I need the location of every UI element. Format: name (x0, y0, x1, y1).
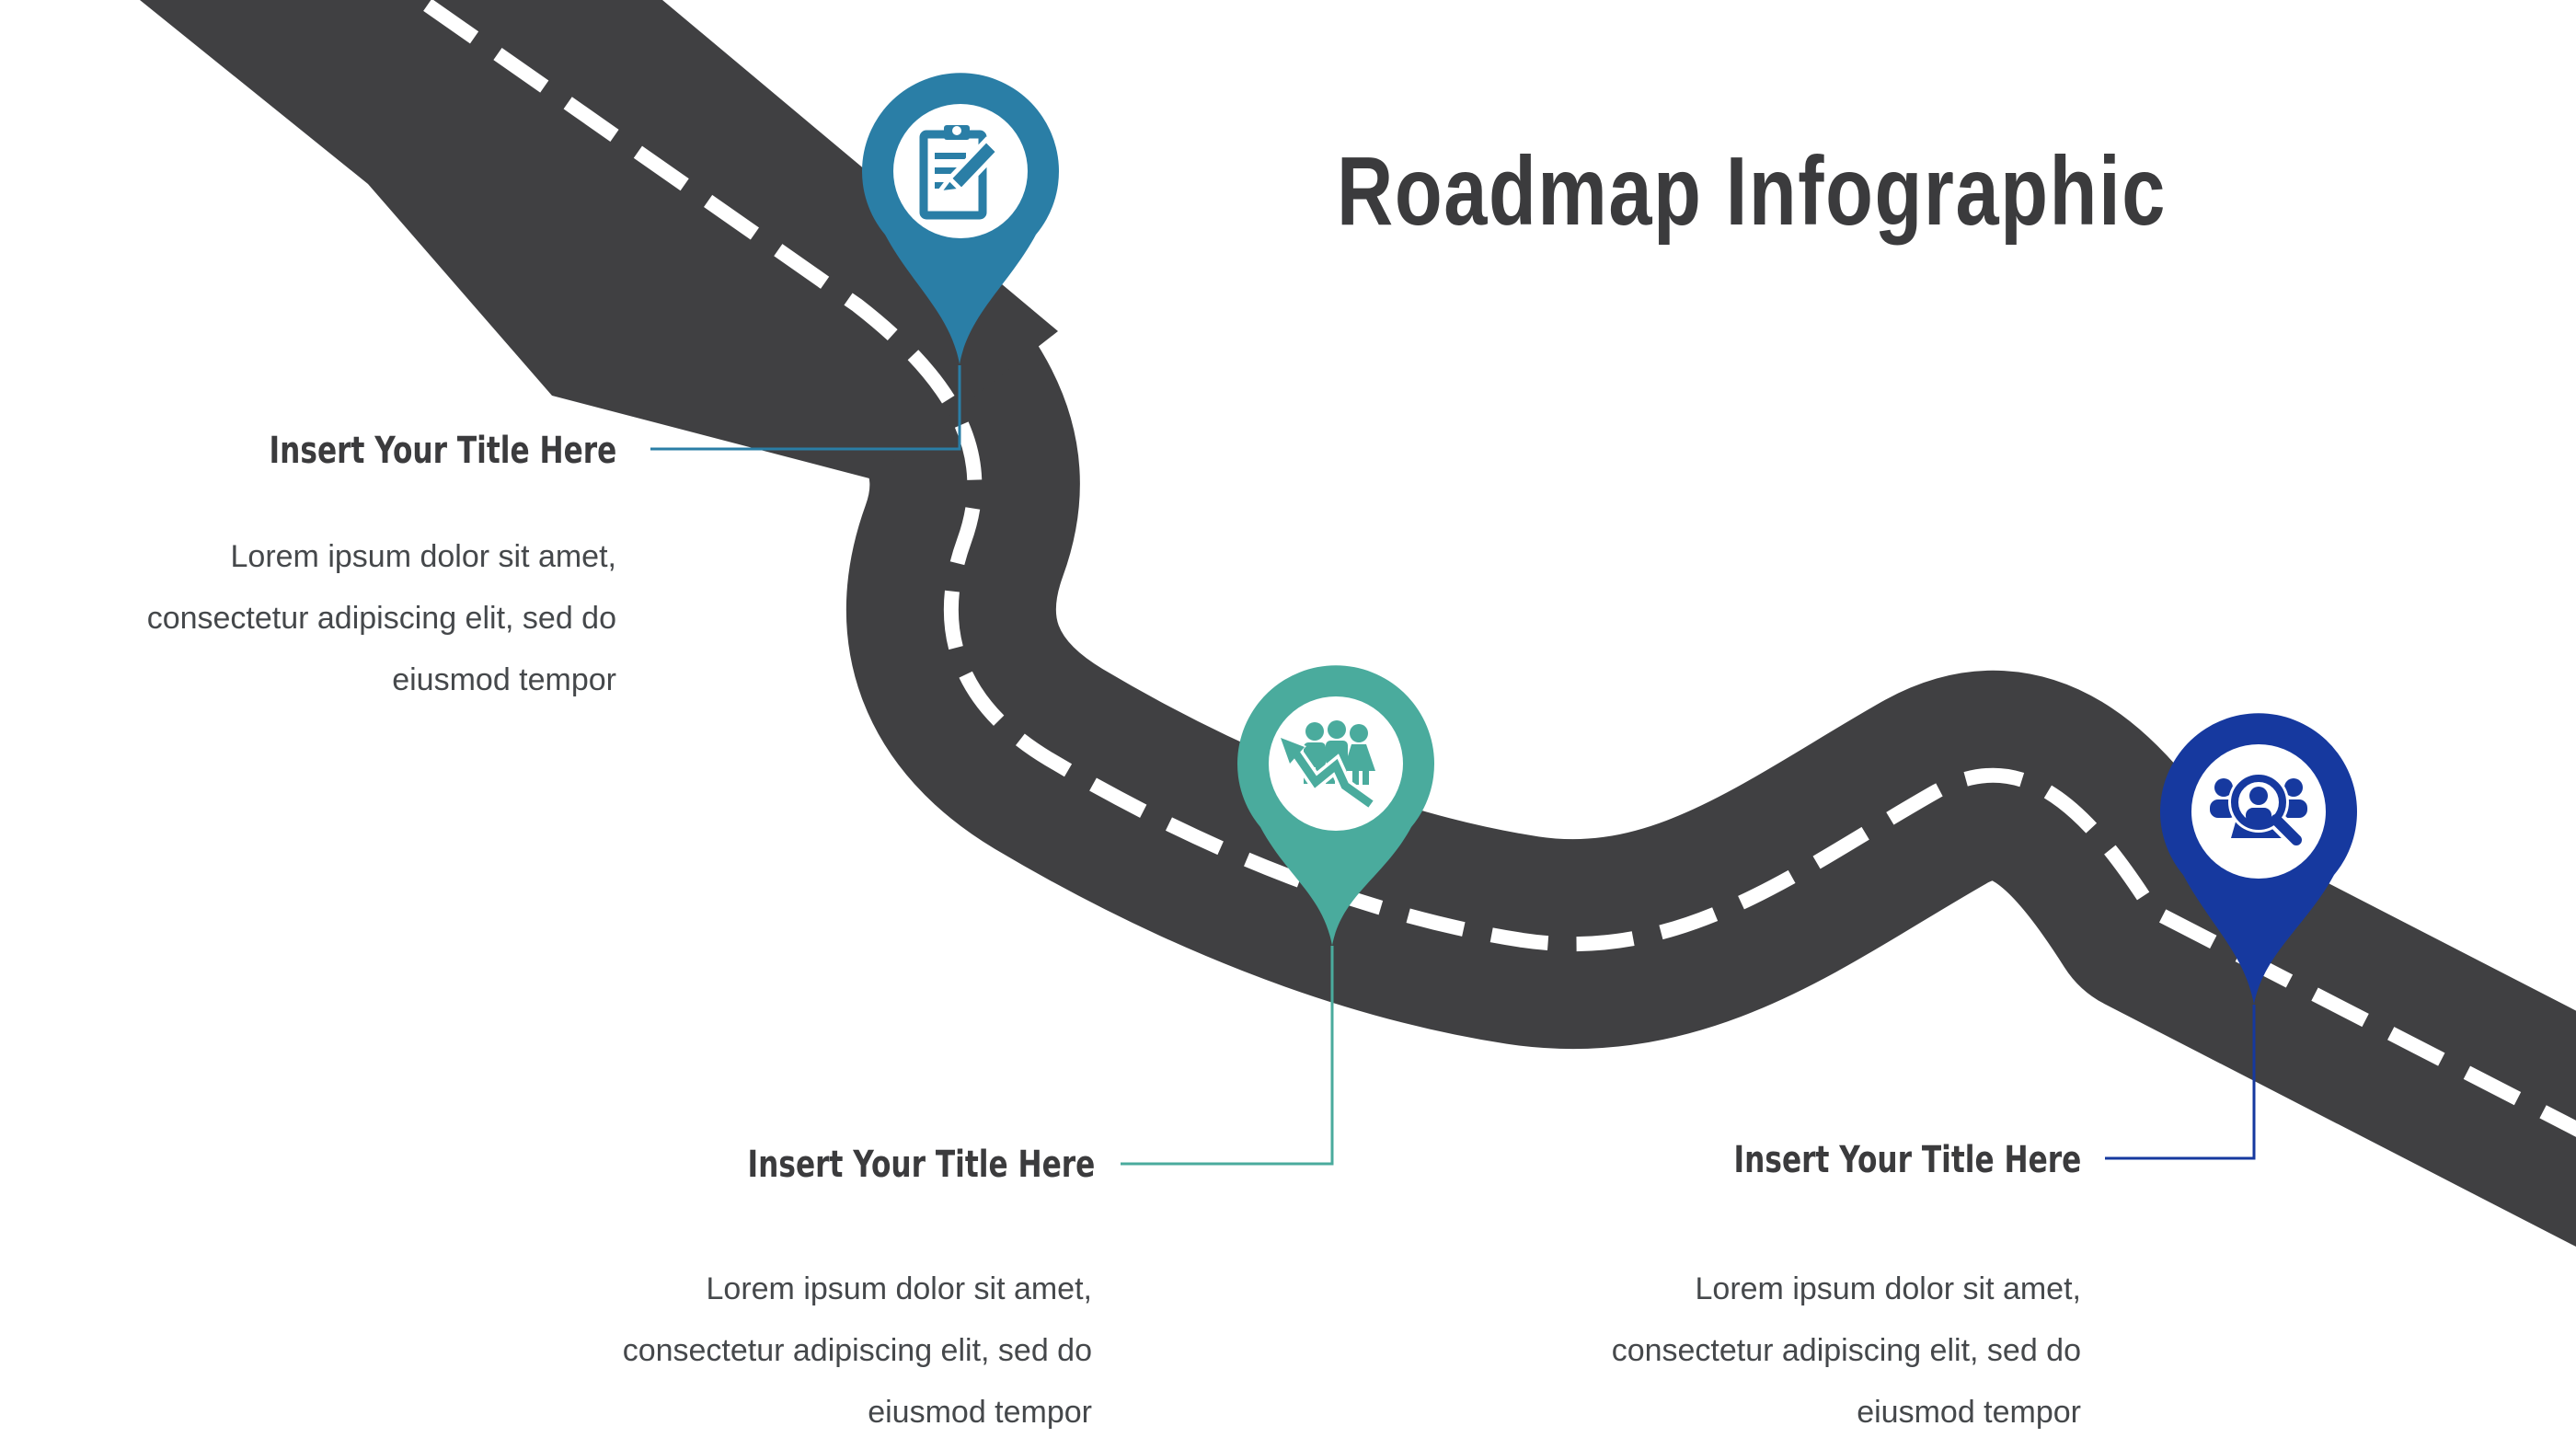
block-1-body-line-1: Lorem ipsum dolor sit amet, (230, 539, 617, 574)
people-search-icon (2210, 772, 2308, 852)
team-growth-arrow-icon (1277, 720, 1375, 811)
block-3-title: Insert Your Title Here (1733, 1139, 2081, 1181)
block-3-body-line-2: consectetur adipiscing elit, sed do (1611, 1333, 2081, 1368)
location-pin-3 (2160, 713, 2357, 1005)
connector-line-3 (2105, 1005, 2256, 1160)
location-pin-1 (862, 73, 1059, 364)
block-1-title: Insert Your Title Here (269, 430, 616, 472)
connector-line-2 (1121, 946, 1334, 1166)
block-2-body: Lorem ipsum dolor sit amet, consectetur … (623, 1259, 1092, 1443)
block-2-body-line-3: eiusmod tempor (868, 1395, 1092, 1430)
block-3-body-line-1: Lorem ipsum dolor sit amet, (1695, 1271, 2082, 1306)
connector-line-1 (650, 365, 961, 451)
block-1-body: Lorem ipsum dolor sit amet, consectetur … (147, 526, 616, 711)
block-3-body: Lorem ipsum dolor sit amet, consectetur … (1612, 1259, 2081, 1443)
block-2-body-line-2: consectetur adipiscing elit, sed do (622, 1333, 1092, 1368)
clipboard-pencil-icon (919, 125, 1002, 220)
block-2-title: Insert Your Title Here (747, 1144, 1095, 1186)
road-entry-wedge (140, 0, 1058, 478)
block-1-body-line-3: eiusmod tempor (392, 662, 616, 697)
page-title: Roadmap Infographic (1337, 137, 2168, 246)
block-3-body-line-3: eiusmod tempor (1857, 1395, 2081, 1430)
block-2-body-line-1: Lorem ipsum dolor sit amet, (706, 1271, 1093, 1306)
location-pin-2 (1237, 665, 1434, 946)
block-1-body-line-2: consectetur adipiscing elit, sed do (146, 601, 616, 636)
